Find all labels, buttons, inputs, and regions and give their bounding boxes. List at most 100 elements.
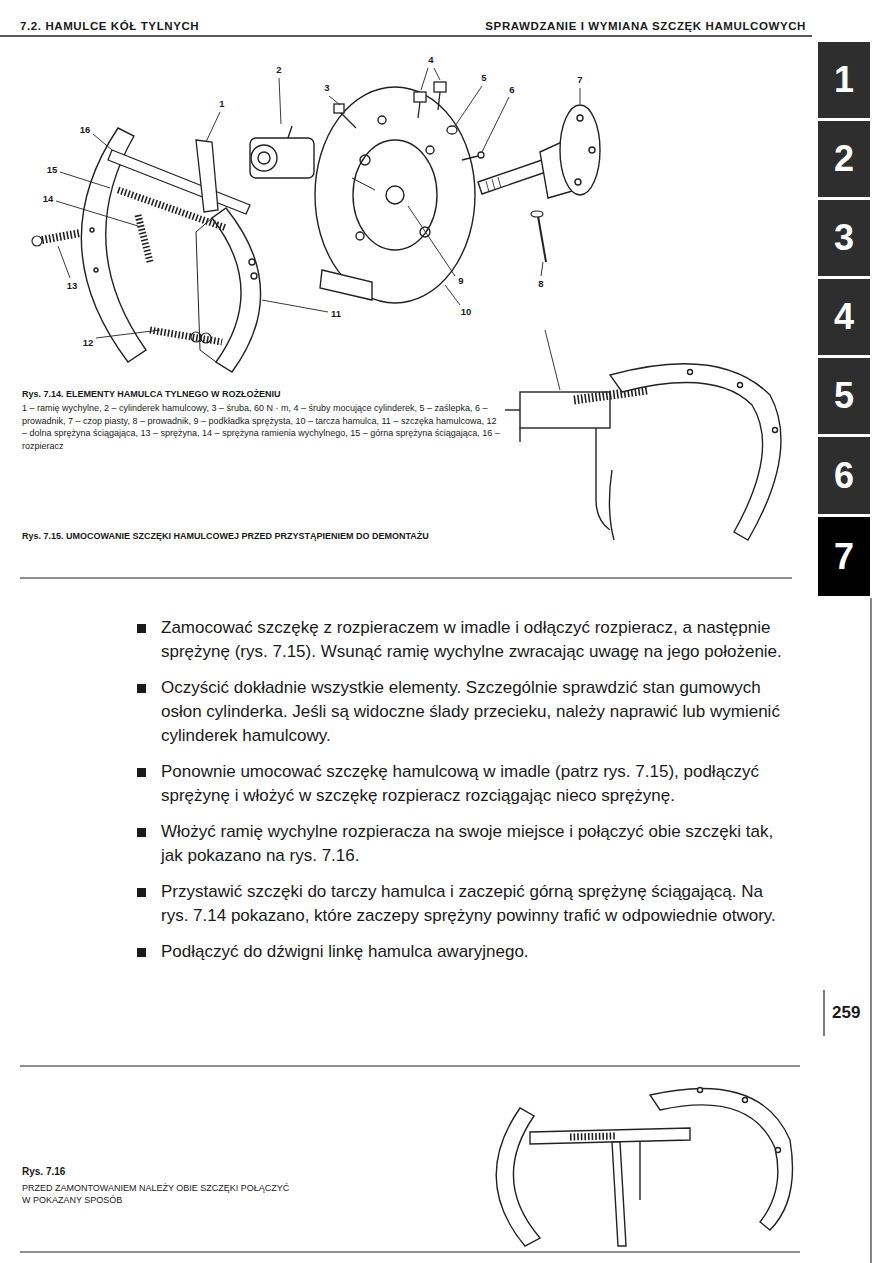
vise-and-shoe <box>773 428 778 433</box>
brake-backing-plate <box>426 146 434 154</box>
adjuster-strut-and-lever <box>108 140 250 214</box>
brake-backing-plate <box>315 87 475 303</box>
chapter-tab: 7 <box>818 517 870 596</box>
figure-caption: Rys. 7.14. ELEMENTY HAMULCA TYLNEGO W RO… <box>22 388 502 400</box>
page-rules <box>823 990 824 1036</box>
mounting-bolts <box>340 112 356 128</box>
guide-pin <box>538 216 546 262</box>
leader-lines <box>445 285 460 305</box>
vise-and-shoe <box>519 428 520 442</box>
page-rules <box>20 577 792 578</box>
leader-lines <box>93 134 112 150</box>
springs <box>42 233 80 240</box>
instruction-list: Zamocować szczękę z rozpieraczem w imadl… <box>135 616 790 964</box>
leader-lines <box>329 96 340 105</box>
mounting-bolts <box>434 82 446 92</box>
brake-shoes <box>94 268 98 272</box>
page-rules <box>870 598 871 1263</box>
instruction-step: Włożyć ramię wychylne rozpieracza na swo… <box>135 820 790 868</box>
brake-shoes <box>251 273 257 279</box>
callout-number: 5 <box>480 73 487 83</box>
vise-and-shoe <box>545 330 560 390</box>
brake-backing-plate <box>360 155 370 165</box>
joined-brake-shoes <box>650 1088 793 1230</box>
wheel-cylinder <box>288 126 292 138</box>
callout-number: 16 <box>79 125 92 135</box>
springs <box>118 190 226 228</box>
mounting-bolts <box>414 92 426 102</box>
brake-backing-plate <box>353 140 437 250</box>
vise-and-shoe <box>505 330 781 540</box>
joined-brake-shoes <box>612 1142 626 1246</box>
chapter-tab: 6 <box>818 437 870 514</box>
callout-number: 11 <box>330 309 342 319</box>
leader-lines <box>60 172 110 188</box>
springs <box>138 215 150 262</box>
page-rules <box>0 36 871 1263</box>
hub-stub <box>492 179 495 190</box>
brake-backing-plate <box>320 270 372 300</box>
figure-caption: Rys. 7.15. UMOCOWANIE SZCZĘKI HAMULCOWEJ… <box>22 530 452 542</box>
page-heading: SPRAWDZANIE I WYMIANA SZCZĘK HAMULCOWYCH <box>485 20 806 33</box>
adjuster-strut-and-lever <box>196 140 218 212</box>
chapter-tab: 4 <box>818 279 870 355</box>
mounting-bolts <box>438 92 440 110</box>
chapter-tab: 5 <box>818 358 870 434</box>
callout-number: 14 <box>42 194 55 204</box>
callout-number: 13 <box>66 281 79 291</box>
leader-lines <box>408 206 455 276</box>
mounting-bolts <box>478 152 484 158</box>
brake-shoes <box>81 128 260 372</box>
brake-backing-plate <box>378 116 386 124</box>
chapter-tab: 3 <box>818 200 870 276</box>
wheel-cylinder <box>258 152 270 164</box>
hub-stub <box>560 105 600 195</box>
instruction-step: Ponownie umocować szczękę hamulcową w im… <box>135 760 790 808</box>
leader-lines <box>262 300 328 312</box>
callout-number: 15 <box>46 165 59 175</box>
hub-stub <box>498 177 501 188</box>
leader-lines <box>541 262 543 276</box>
guide-pin <box>531 211 543 217</box>
joined-brake-shoes <box>639 1142 640 1200</box>
wheel-cylinder <box>251 145 277 171</box>
vise-and-shoe <box>610 364 781 540</box>
mounting-bolts <box>418 102 420 118</box>
section-heading: 7.2. HAMULCE KÓŁ TYLNYCH <box>20 20 199 32</box>
hub-stub <box>486 181 489 192</box>
instruction-step: Podłączyć do dźwigni linkę hamulca awary… <box>135 940 790 964</box>
leader-lines <box>455 86 482 126</box>
chapter-tab: 1 <box>818 42 870 118</box>
callout-number: 3 <box>323 83 330 93</box>
springs <box>191 332 201 342</box>
brake-backing-plate <box>386 186 404 204</box>
joined-brake-shoes <box>496 1108 540 1246</box>
page-rules <box>0 35 812 37</box>
hub-stub <box>478 160 546 194</box>
leader-lines <box>421 68 428 90</box>
instruction-step: Zamocować szczękę z rozpieraczem w imadl… <box>135 616 790 664</box>
mounting-bolts <box>334 82 484 160</box>
callout-number: 2 <box>275 65 282 75</box>
parts-legend-text: 1 – ramię wychylne, 2 – cylinderek hamul… <box>22 402 500 452</box>
page-rules <box>20 1065 800 1066</box>
brake-backing-plate <box>356 232 364 240</box>
leader-lines <box>580 88 581 104</box>
brake-backing-plate <box>352 178 375 190</box>
springs <box>32 236 42 246</box>
chapter-number: 3 <box>834 220 854 256</box>
springs <box>201 333 211 343</box>
chapter-number: 1 <box>834 62 854 98</box>
callout-number: 7 <box>576 75 583 85</box>
springs <box>32 190 226 343</box>
hub-stub <box>577 115 583 121</box>
hub-stub <box>575 179 581 185</box>
leader-lines <box>434 68 440 80</box>
figure-number: Rys. 7.16 <box>22 1166 65 1177</box>
springs <box>150 330 222 342</box>
callout-number: 4 <box>427 55 434 65</box>
leader-lines <box>206 112 220 142</box>
joined-brake-shoes <box>530 1128 690 1144</box>
adjuster-strut-and-lever <box>108 150 250 214</box>
